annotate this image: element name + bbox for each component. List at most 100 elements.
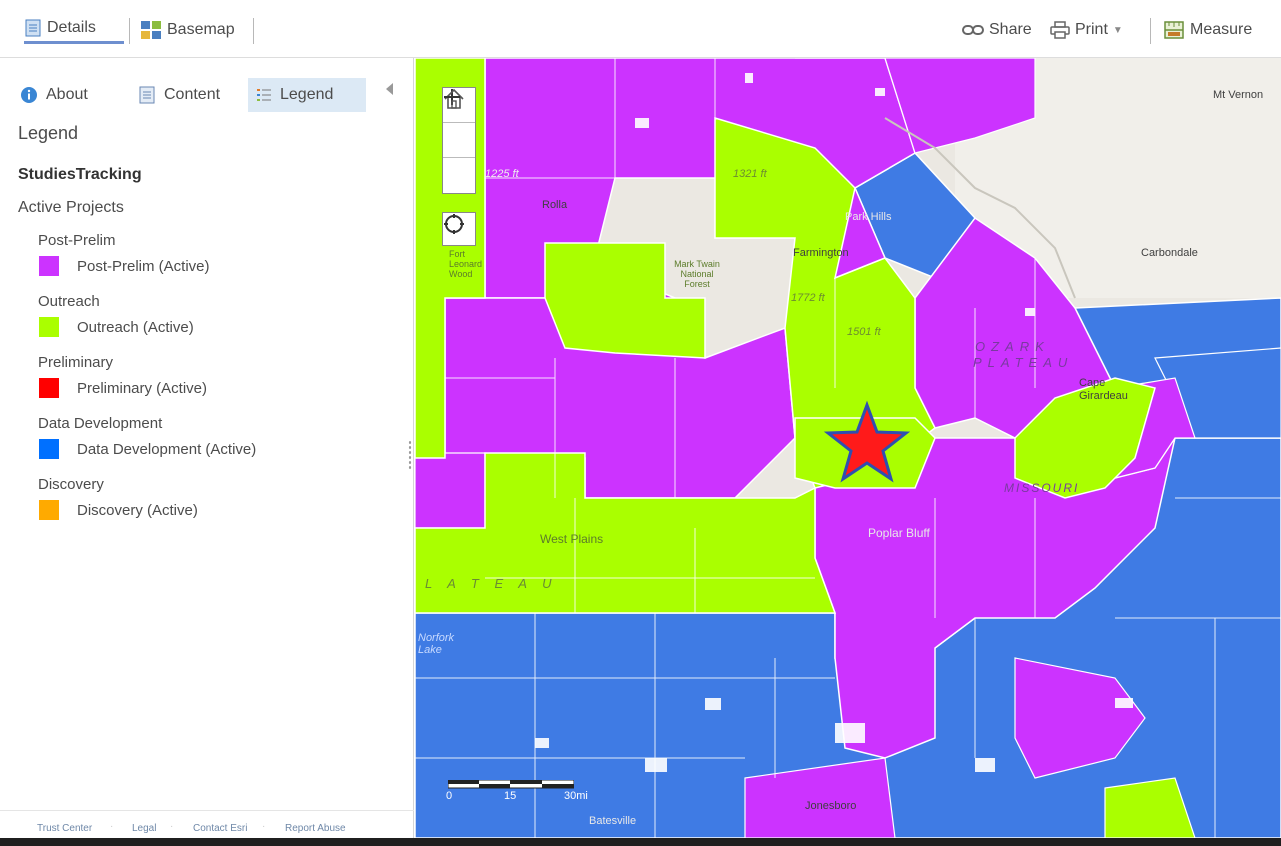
bottom-edge — [0, 838, 1281, 846]
legend-group: Preliminary Preliminary (Active) — [38, 352, 398, 413]
map-label: Batesville — [589, 815, 637, 827]
map-label: West Plains — [540, 532, 604, 546]
legend-heading: Legend — [18, 123, 79, 143]
map-label: Cape Girardeau — [1079, 377, 1128, 402]
footer-separator: · — [170, 821, 174, 832]
outreach-region — [415, 452, 837, 614]
legend-item-label: Outreach (Active) — [77, 318, 194, 336]
tab-legend[interactable]: Legend — [248, 78, 366, 112]
map-label: Farmington — [793, 247, 849, 259]
elevation-label: 1321 ft — [733, 168, 767, 180]
chevron-down-icon: ▼ — [1112, 24, 1123, 36]
legend-swatch-outreach — [39, 317, 59, 337]
outreach-region — [1104, 777, 1196, 838]
top-toolbar: Details Basemap Share Print ▼ Measure — [0, 0, 1281, 58]
legend-item: Post-Prelim (Active) — [39, 252, 398, 280]
toolbar-divider — [253, 18, 254, 44]
post-prelim-region — [415, 452, 486, 529]
toolbar-divider — [129, 18, 130, 44]
map-canvas — [415, 58, 1281, 838]
layer-name: StudiesTracking — [18, 166, 142, 183]
measure-label: Measure — [1190, 21, 1253, 38]
map-label: L A T E A U — [425, 576, 558, 591]
scale-bar: 0 15 30mi — [446, 780, 588, 802]
layer-subtitle: Active Projects — [18, 199, 124, 216]
minus-icon — [444, 96, 460, 98]
legend-list-icon — [256, 87, 272, 103]
elevation-label: 1501 ft — [847, 326, 881, 338]
legend-group: Discovery Discovery (Active) — [38, 474, 398, 535]
basemap-label: Basemap — [167, 21, 235, 38]
map-label: Park Hills — [845, 211, 892, 223]
legal-link[interactable]: Legal — [132, 823, 157, 834]
urban-areas — [535, 73, 1133, 772]
map-label: Norfork Lake — [418, 632, 455, 656]
legend-group-heading: Post-Prelim — [38, 232, 116, 249]
map-label: Rolla — [542, 199, 568, 211]
legend-swatch-post-prelim — [39, 256, 59, 276]
legend-item-label: Data Development (Active) — [77, 440, 257, 458]
legend-group: Data Development Data Development (Activ… — [38, 413, 398, 474]
details-label: Details — [47, 18, 96, 36]
river-line — [884, 117, 1076, 299]
legend-group: Outreach Outreach (Active) — [38, 291, 398, 352]
footer-separator: · — [262, 821, 266, 832]
panel-resize-handle[interactable] — [408, 440, 412, 470]
measure-ruler-icon — [1163, 20, 1185, 40]
legend-group-heading: Discovery — [38, 476, 104, 493]
map-label: Mt Vernon — [1213, 89, 1264, 101]
legend-swatch-preliminary — [39, 378, 59, 398]
map-label: Poplar Bluff — [868, 526, 930, 540]
legend-item-label: Post-Prelim (Active) — [77, 257, 210, 275]
legend-item-label: Preliminary (Active) — [77, 379, 208, 397]
details-button[interactable]: Details — [24, 14, 124, 44]
legend-group-heading: Outreach — [38, 293, 100, 310]
tab-about[interactable]: About — [12, 78, 96, 112]
legend-item: Outreach (Active) — [39, 313, 398, 341]
basemap-grid-icon — [140, 20, 162, 40]
tab-content-label: Content — [164, 86, 221, 103]
legend-group-heading: Preliminary — [38, 354, 114, 371]
post-prelim-region — [1014, 657, 1146, 779]
share-button[interactable]: Share — [962, 16, 1032, 44]
report-abuse-link[interactable]: Report Abuse — [285, 823, 346, 834]
tab-legend-label: Legend — [280, 86, 334, 103]
content-icon — [138, 86, 156, 104]
legend-list: Post-Prelim Post-Prelim (Active) Outreac… — [38, 230, 398, 535]
share-label: Share — [989, 21, 1032, 38]
outreach-region — [1014, 377, 1156, 499]
scale-label: 30mi — [564, 790, 588, 802]
legend-item: Data Development (Active) — [39, 435, 398, 463]
collapse-panel-icon[interactable] — [384, 82, 396, 96]
side-panel: About Content Legend Legend StudiesTrack… — [0, 58, 414, 846]
locate-button[interactable] — [442, 212, 476, 246]
legend-swatch-data-development — [39, 439, 59, 459]
map-label: MISSOURI — [1004, 481, 1080, 495]
print-button[interactable]: Print ▼ — [1050, 16, 1123, 44]
toolbar-divider — [1150, 18, 1151, 44]
footer-separator: · — [110, 821, 114, 832]
map-label: Mark Twain National Forest — [674, 259, 720, 289]
tab-about-label: About — [46, 86, 88, 103]
map-label: Jonesboro — [805, 800, 857, 812]
panel-tabs: About Content Legend — [12, 78, 402, 112]
trust-center-link[interactable]: Trust Center — [37, 823, 93, 834]
home-button[interactable] — [443, 88, 475, 158]
outreach-region — [544, 242, 706, 359]
county-boundaries — [415, 58, 1281, 838]
elevation-label: 1225 ft — [485, 168, 519, 180]
site-marker-star[interactable] — [823, 400, 911, 483]
legend-swatch-discovery — [39, 500, 59, 520]
info-icon — [20, 86, 38, 104]
contact-esri-link[interactable]: Contact Esri — [193, 823, 248, 834]
legend-item: Preliminary (Active) — [39, 374, 398, 402]
basemap-button[interactable]: Basemap — [140, 16, 235, 44]
legend-group: Post-Prelim Post-Prelim (Active) — [38, 230, 398, 291]
map-view[interactable]: Mt Vernon Rolla Park Hills Farmington Ca… — [415, 58, 1281, 838]
print-label: Print — [1075, 21, 1108, 38]
zoom-out-button[interactable] — [443, 96, 475, 193]
tab-content[interactable]: Content — [130, 78, 228, 112]
link-icon — [962, 24, 984, 36]
measure-button[interactable]: Measure — [1163, 16, 1252, 44]
post-prelim-region — [795, 58, 1036, 154]
